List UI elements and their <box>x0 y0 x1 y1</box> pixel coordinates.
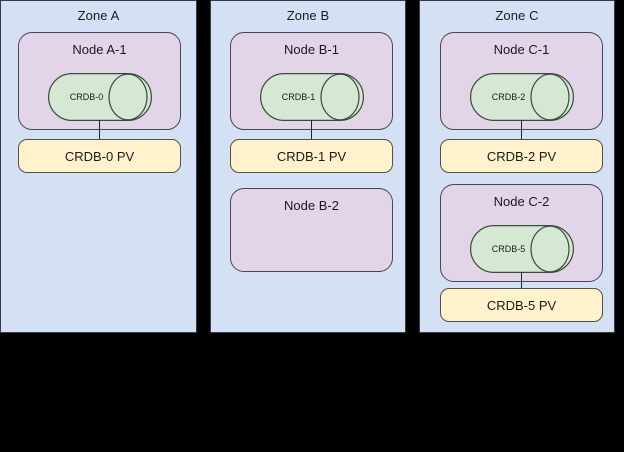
database-cylinder-crdb-5[interactable]: CRDB-5 <box>470 225 574 273</box>
zone-label-a: Zone A <box>77 8 120 23</box>
volume-box-crdb-2-pv[interactable]: CRDB-2 PV <box>440 139 603 173</box>
cylinder-shape-icon <box>470 225 574 273</box>
database-cylinder-crdb-0[interactable]: CRDB-0 <box>48 73 152 121</box>
volume-box-crdb-1-pv[interactable]: CRDB-1 PV <box>230 139 393 173</box>
connector-crdb-1-to-pv <box>311 120 312 140</box>
database-cylinder-crdb-2[interactable]: CRDB-2 <box>470 73 574 121</box>
node-label-b-1: Node B-1 <box>284 42 339 57</box>
node-label-a-1: Node A-1 <box>72 42 127 57</box>
node-label-c-1: Node C-1 <box>493 42 550 57</box>
connector-crdb-5-to-pv <box>521 272 522 292</box>
node-label-b-2: Node B-2 <box>284 198 339 213</box>
node-label-c-2: Node C-2 <box>493 194 550 209</box>
volume-box-crdb-5-pv[interactable]: CRDB-5 PV <box>440 288 603 322</box>
cylinder-shape-icon <box>260 73 364 121</box>
zone-label-c: Zone C <box>495 8 539 23</box>
database-cylinder-crdb-1[interactable]: CRDB-1 <box>260 73 364 121</box>
cylinder-shape-icon <box>470 73 574 121</box>
node-container-b-2[interactable]: Node B-2 <box>230 188 393 272</box>
volume-box-crdb-0-pv[interactable]: CRDB-0 PV <box>18 139 181 173</box>
connector-crdb-2-to-pv <box>521 120 522 140</box>
connector-crdb-0-to-pv <box>99 120 100 140</box>
zone-label-b: Zone B <box>286 8 330 23</box>
cylinder-shape-icon <box>48 73 152 121</box>
